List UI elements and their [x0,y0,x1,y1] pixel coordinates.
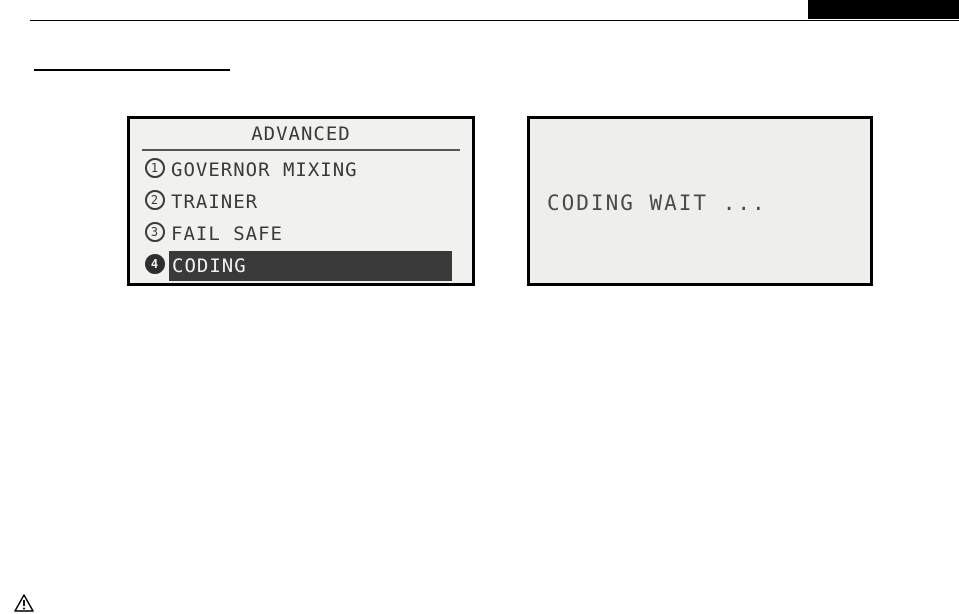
menu-item-number-badge: 1 [145,158,165,178]
section-heading-underline [34,69,230,71]
menu-item-number-badge: 4 [145,254,165,274]
menu-item-number-badge: 2 [145,190,165,210]
header-rule [30,20,959,21]
warning-icon [14,594,34,612]
lcd-title-divider [142,149,460,151]
header-tab-block [808,0,959,19]
menu-item-label: FAIL SAFE [169,218,283,250]
lcd-screen-coding-wait: CODING WAIT ... [527,116,873,286]
lcd-status-message: CODING WAIT ... [547,191,767,215]
menu-item-label: TRAINER [169,186,258,218]
menu-item-label: GOVERNOR MIXING [169,154,358,186]
menu-item-label: CODING [169,251,452,281]
lcd-menu-title: ADVANCED [130,123,472,145]
menu-item-number-badge: 3 [145,222,165,242]
